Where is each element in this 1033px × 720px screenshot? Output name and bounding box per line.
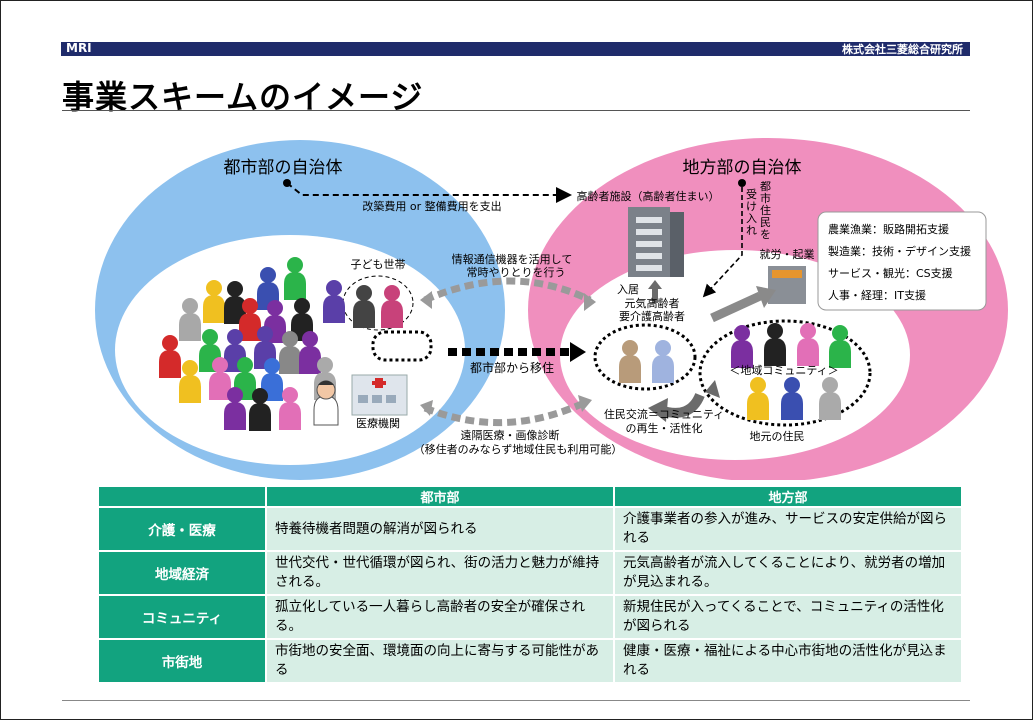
table-header-cell: [97, 485, 267, 508]
header-bar: [61, 42, 970, 56]
table-row: 介護・医療 特養待機者問題の解消が図られる 介護事業者の参入が進み、サービスの安…: [97, 506, 963, 552]
rural-cell: 介護事業者の参入が進み、サービスの安定供給が図られる: [613, 506, 963, 552]
ict-label-2: 常時やりとりを行う: [467, 266, 566, 279]
footer-line: [62, 700, 970, 701]
elderly-facility-building-icon: [628, 207, 684, 277]
support-box: [817, 211, 987, 311]
urban-cell: 特養待機者問題の解消が図られる: [265, 506, 615, 552]
table-row: 市街地 市街地の安全面、環境面の向上に寄与する可能性がある 健康・医療・福祉によ…: [97, 638, 963, 684]
shop-icon: [768, 266, 806, 304]
table-header-cell: 都市部: [265, 485, 615, 508]
children-household-circle: [342, 275, 414, 331]
accept-label: 都市住民を 受け入れ: [746, 180, 775, 241]
table-header-row: 都市部 地方部: [97, 485, 963, 508]
support-item: 農業漁業：販路開拓支援: [828, 222, 949, 236]
elderly-group-outline: [593, 323, 697, 391]
hospital-icon: [351, 374, 408, 416]
rural-node-dot: [738, 179, 746, 187]
support-item: 人事・経理：IT支援: [828, 288, 926, 302]
migration-label: 都市部から移住: [470, 360, 554, 375]
remote-medical-arrow: [423, 398, 588, 427]
support-item: 製造業：技術・デザイン支援: [828, 244, 971, 258]
benefits-table: 都市部 地方部 介護・医療 特養待機者問題の解消が図られる 介護事業者の参入が進…: [97, 485, 963, 684]
exchange-label-2: の再生・活性化: [626, 421, 703, 435]
migrant-group-outline: [371, 330, 433, 362]
local-residents-label: 地元の住民: [750, 429, 805, 443]
rural-cell: 新規住民が入ってくることで、コミュニティの活性化が図られる: [613, 594, 963, 640]
company-name: 株式会社三菱総合研究所: [842, 43, 963, 56]
scheme-diagram: 都市部の自治体 地方部の自治体 改築費用 or 整備費用を支出 高齢者施設（高齢…: [95, 138, 1008, 480]
parent-icon: [353, 285, 375, 328]
urban-cell: 世代交代・世代循環が図られ、街の活力と魅力が維持される。: [265, 550, 615, 596]
mri-logo: MRI: [66, 41, 92, 55]
rural-cell: 元気高齢者が流入してくることにより、就労者の増加が見込まれる。: [613, 550, 963, 596]
employment-arrow: [710, 291, 762, 323]
elderly-icon: [619, 340, 641, 383]
rural-municipality-label: 地方部の自治体: [683, 158, 802, 178]
doctor-icon: [313, 380, 339, 426]
children-household-label: 子ども世帯: [351, 258, 406, 271]
row-header: 介護・医療: [97, 506, 267, 552]
medical-label: 医療機関: [356, 416, 400, 430]
urban-municipality-label: 都市部の自治体: [224, 158, 343, 178]
ict-label-1: 情報通信機器を活用して: [452, 252, 573, 266]
employment-label: 就労・起業: [760, 247, 815, 261]
remote-medical-label-1: 遠隔医療・画像診断: [461, 428, 560, 442]
elderly-icon: [652, 340, 674, 383]
rural-cell: 健康・医療・福祉による中心市街地の活性化が見込まれる: [613, 638, 963, 684]
table-header-cell: 地方部: [613, 485, 963, 508]
table-row: 地域経済 世代交代・世代循環が図られ、街の活力と魅力が維持される。 元気高齢者が…: [97, 550, 963, 596]
cost-label: 改築費用 or 整備費用を支出: [362, 199, 501, 213]
urban-cell: 市街地の安全面、環境面の向上に寄与する可能性がある: [265, 638, 615, 684]
exchange-label-1: 住民交流＝コミュニティ: [604, 407, 724, 421]
row-header: 市街地: [97, 638, 267, 684]
row-header: 地域経済: [97, 550, 267, 596]
title-underline: [62, 110, 970, 111]
accept-arrow: [702, 187, 743, 298]
remote-medical-label-2: （移住者のみならず地域住民も利用可能）: [414, 442, 623, 456]
community-label: ＜地域コミュニティ＞: [729, 364, 838, 377]
parent-icon: [381, 285, 403, 328]
community-outline: [698, 319, 872, 427]
table-row: コミュニティ 孤立化している一人暮らし高齢者の安全が確保される。 新規住民が入っ…: [97, 594, 963, 640]
elderly-label-1: 元気高齢者: [625, 296, 680, 310]
row-header: コミュニティ: [97, 594, 267, 640]
facility-label: 高齢者施設（高齢者住まい）: [577, 189, 720, 203]
elderly-label-2: 要介護高齢者: [619, 309, 685, 323]
urban-cell: 孤立化している一人暮らし高齢者の安全が確保される。: [265, 594, 615, 640]
page-title: 事業スキームのイメージ: [62, 78, 424, 116]
ict-arrow: [423, 277, 592, 304]
support-item: サービス・観光：CS支援: [828, 266, 953, 280]
move-in-label: 入居: [617, 283, 639, 296]
